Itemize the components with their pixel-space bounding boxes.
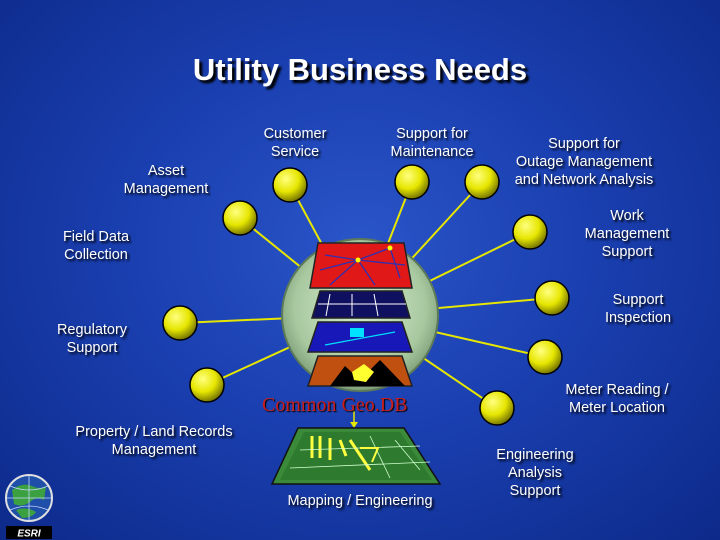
label-line: Collection xyxy=(64,247,128,263)
node-property-land[interactable] xyxy=(189,367,225,403)
label-support-inspection: Support Inspection xyxy=(594,291,682,327)
node-work-management[interactable] xyxy=(512,214,548,250)
label-support-maintenance: Support for Maintenance xyxy=(380,125,484,161)
hydro-layer xyxy=(306,321,414,353)
label-line: Management xyxy=(584,226,670,242)
label-line: Support xyxy=(601,244,653,260)
label-line: and Network Analysis xyxy=(514,172,654,188)
label-line: Inspection xyxy=(604,310,672,326)
label-line: Support for xyxy=(396,126,468,142)
slide-title: Utility Business Needs xyxy=(192,52,528,87)
label-line: Meter Reading / xyxy=(565,382,669,398)
label-line: Field Data xyxy=(62,229,130,245)
label-line: Support xyxy=(66,340,118,356)
label-asset-management: Asset Management xyxy=(112,162,220,198)
label-property-land: Property / Land Records Management xyxy=(56,423,252,459)
label-mapping-engineering: Mapping / Engineering xyxy=(270,492,450,510)
label-line: Work xyxy=(610,208,644,224)
label-line: Meter Location xyxy=(569,400,665,416)
node-engineering-analysis[interactable] xyxy=(479,390,515,426)
label-line: Outage Management xyxy=(515,154,653,170)
label-meter-reading: Meter Reading / Meter Location xyxy=(552,381,682,417)
label-line: Asset xyxy=(147,163,185,179)
logo-text: ESRI xyxy=(17,529,41,540)
mapping-engineering-board xyxy=(270,427,442,485)
node-asset-management[interactable] xyxy=(222,200,258,236)
label-line: Property / Land Records xyxy=(75,424,233,440)
label-customer-service: Customer Service xyxy=(252,125,338,161)
label-work-management: Work Management Support xyxy=(576,207,678,261)
label-line: Regulatory xyxy=(56,322,128,338)
node-support-inspection[interactable] xyxy=(534,280,570,316)
node-customer-service[interactable] xyxy=(272,167,308,203)
parcel-layer xyxy=(310,290,412,319)
label-engineering-analysis: Engineering Analysis Support xyxy=(482,446,588,500)
label-line: Mapping / Engineering xyxy=(287,493,433,509)
center-label: Common Geo.DB xyxy=(262,394,408,416)
arrow-head xyxy=(350,422,358,428)
label-line: Service xyxy=(270,144,320,160)
node-regulatory-support[interactable] xyxy=(162,305,198,341)
esri-logo: ESRI xyxy=(5,474,53,540)
node-support-maintenance[interactable] xyxy=(394,164,430,200)
label-line: Customer xyxy=(263,126,327,142)
label-line: Support xyxy=(612,292,664,308)
label-line: Analysis xyxy=(508,465,562,481)
label-regulatory-support: Regulatory Support xyxy=(44,321,140,357)
node-outage-management[interactable] xyxy=(464,164,500,200)
network-layer xyxy=(309,242,413,289)
label-line: Support for xyxy=(548,136,620,152)
label-outage-management: Support for Outage Management and Networ… xyxy=(500,135,668,189)
common-geodb-hub xyxy=(281,238,439,392)
label-line: Support xyxy=(509,483,561,499)
label-line: Maintenance xyxy=(390,144,474,160)
label-line: Management xyxy=(111,442,197,458)
terrain-layer xyxy=(306,355,414,387)
label-line: Management xyxy=(123,181,209,197)
label-line: Engineering xyxy=(496,447,574,463)
node-meter-reading[interactable] xyxy=(527,339,563,375)
label-field-data: Field Data Collection xyxy=(52,228,140,264)
